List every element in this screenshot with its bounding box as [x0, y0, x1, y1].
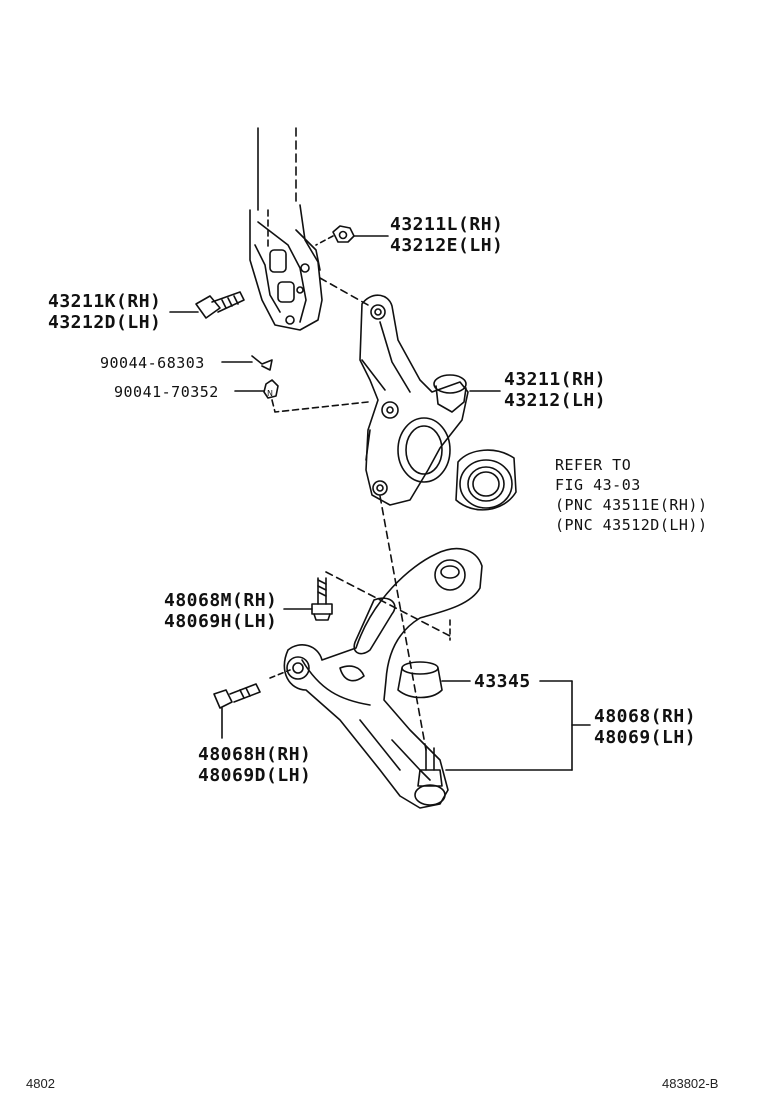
clip-mark: N	[267, 389, 273, 398]
label-refer-4: (PNC 43512D(LH))	[555, 516, 708, 534]
label-bolt-lh: 43212D(LH)	[48, 312, 162, 333]
label-arm-rh: 48068(RH)	[594, 706, 697, 727]
footer-right-code: 483802-B	[662, 1076, 719, 1091]
label-knuckle-rh: 43211(RH)	[504, 369, 607, 390]
callout-bracket	[539, 680, 591, 771]
hub-bearing	[455, 449, 517, 511]
label-arm-bolt-lh: 48069H(LH)	[164, 611, 278, 632]
label-clip-b: 90041-70352	[114, 383, 219, 401]
ball-joint-boot	[397, 661, 471, 699]
label-nut-rh: 43211L(RH)	[390, 214, 504, 235]
strut-bolt	[169, 291, 245, 319]
label-ball-joint: 43345	[474, 671, 531, 692]
ball-joint-stud	[414, 747, 573, 806]
label-knuckle-lh: 43212(LH)	[504, 390, 607, 411]
lower-control-arm	[283, 547, 483, 809]
arm-bolt-front	[213, 669, 291, 739]
label-arm-bolt-rh: 48068M(RH)	[164, 590, 278, 611]
label-refer-3: (PNC 43511E(RH))	[555, 496, 708, 514]
footer-left-code: 4802	[26, 1076, 55, 1091]
label-refer-2: FIG 43-03	[555, 476, 641, 494]
clip-parts	[221, 355, 369, 413]
label-front-bolt-rh: 48068H(RH)	[198, 744, 312, 765]
flange-nut	[315, 225, 389, 246]
label-nut-lh: 43212E(LH)	[390, 235, 504, 256]
arm-bolt-upper	[283, 577, 333, 621]
label-clip-a: 90044-68303	[100, 354, 205, 372]
label-arm-lh: 48069(LH)	[594, 727, 697, 748]
label-front-bolt-lh: 48069D(LH)	[198, 765, 312, 786]
label-bolt-rh: 43211K(RH)	[48, 291, 162, 312]
label-refer-1: REFER TO	[555, 456, 632, 474]
strut-assembly	[249, 127, 323, 331]
steering-knuckle	[359, 294, 501, 506]
